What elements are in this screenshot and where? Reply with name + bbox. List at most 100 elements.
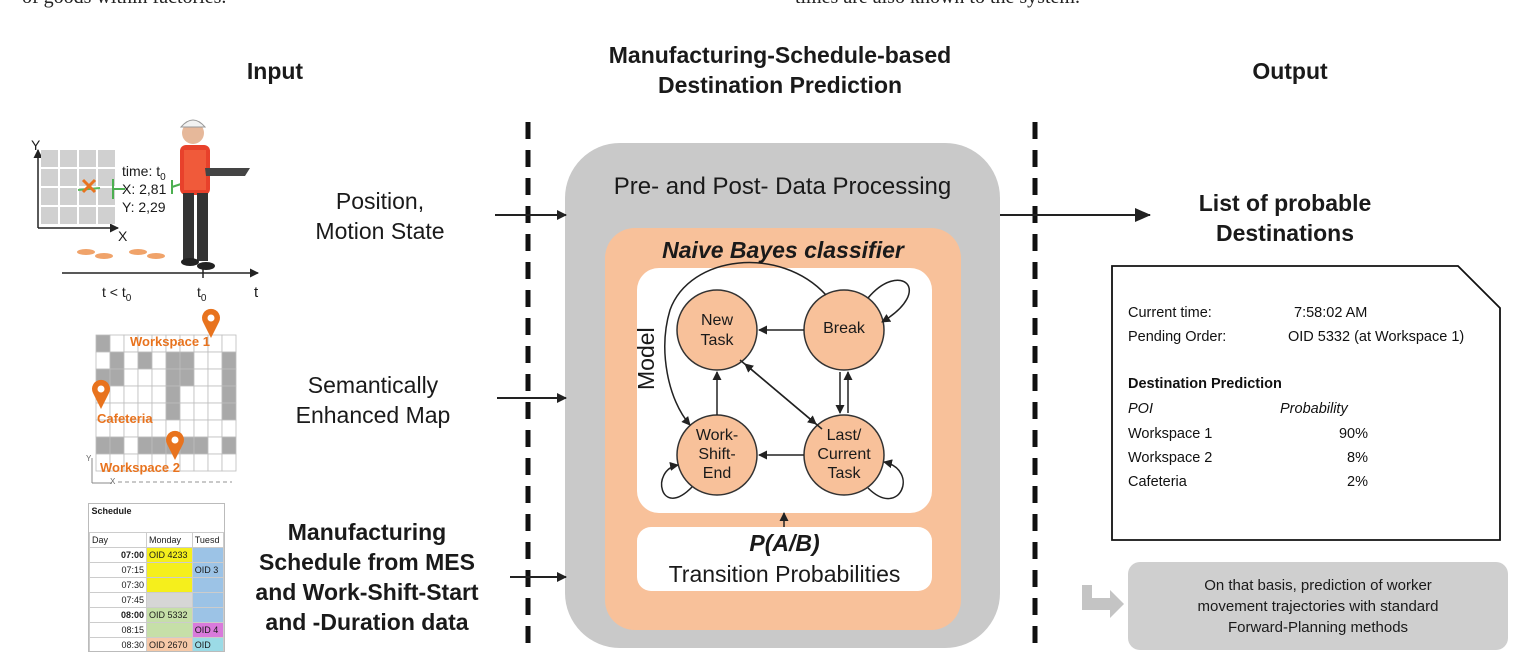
state-last-task-line1: Last/ [826, 427, 862, 444]
state-new-task-line2: Task [700, 332, 734, 349]
map-axis-x: X [110, 477, 116, 486]
map-poi-workspace1: Workspace 1 [130, 334, 210, 349]
state-new-task [676, 289, 758, 371]
map-grid-cell [179, 351, 195, 370]
map-grid-cell [179, 385, 195, 404]
map-grid-cell [207, 334, 223, 353]
map-grid-cell [95, 334, 111, 353]
pos-axis-y: Y [31, 137, 41, 153]
loop-break [867, 279, 911, 323]
map-grid-cell [207, 419, 223, 438]
schedule-tuesday-cell [191, 547, 224, 563]
edge-last-newtask [744, 363, 823, 430]
current-time-label: Current time: [1128, 305, 1212, 321]
map-grid-cell [123, 368, 139, 387]
loop-last [867, 459, 904, 500]
state-work-shift-line1: Work- [695, 427, 739, 444]
map-grid-cell [109, 436, 125, 455]
map-grid-cell [221, 385, 237, 404]
pos-axis-t: t [254, 284, 259, 301]
prob-subtitle: Transition Probabilities [668, 561, 901, 587]
map-grid-cell [151, 351, 167, 370]
pos-axis-x: X [118, 228, 128, 244]
top-snippet-right: times are also known to the system. [795, 0, 1080, 9]
middle-header-line2: Destination Prediction [657, 72, 903, 98]
pos-t-less: t < t0 [102, 284, 132, 304]
prediction-poi: Cafeteria [1128, 474, 1187, 490]
input-schedule-line1: Manufacturing [287, 519, 447, 545]
map-grid-cell [123, 351, 139, 370]
current-time-value: 7:58:02 AM [1294, 305, 1368, 321]
state-new-task-label: New Task [677, 311, 757, 351]
pos-t0: t0 [197, 284, 207, 304]
prediction-probability: 90% [1338, 426, 1368, 442]
state-last-task-label: Last/ Current Task [804, 426, 884, 483]
basis-line1: On that basis, prediction of worker [1204, 576, 1432, 594]
map-grid-cell [151, 368, 167, 387]
position-grid-cell [60, 207, 77, 224]
schedule-time: 07:30 [89, 577, 147, 593]
schedule-tuesday-cell [191, 607, 224, 623]
map-grid-cell [137, 436, 153, 455]
schedule-monday-cell: OID 5332 [146, 607, 193, 623]
schedule-time: 07:00 [89, 547, 147, 563]
position-grid-cell [41, 169, 58, 186]
map-grid-cell [193, 402, 209, 421]
state-last-task-line2: Current [817, 446, 871, 463]
map-grid-cell [221, 402, 237, 421]
prediction-probability: 2% [1347, 474, 1368, 490]
map-poi-workspace2: Workspace 2 [100, 460, 180, 475]
position-grid-cell [60, 150, 77, 167]
output-list-line2: Destinations [1215, 220, 1355, 246]
pos-x-value: X: 2,81 [122, 181, 167, 197]
input-position-label: Position, Motion State [295, 186, 465, 246]
schedule-col-monday: Monday [146, 532, 193, 548]
position-figure [33, 119, 259, 278]
input-header: Input [246, 58, 304, 84]
position-grid-cell [60, 188, 77, 205]
map-grid-cell [151, 436, 167, 455]
input-schedule-label: Manufacturing Schedule from MES and Work… [232, 517, 502, 637]
schedule-monday-cell [146, 562, 193, 578]
map-grid-cell [179, 402, 195, 421]
position-grid-cell [41, 207, 58, 224]
map-grid-cell [95, 436, 111, 455]
map-grid-cell [193, 419, 209, 438]
schedule-col-day: Day [89, 532, 147, 548]
map-grid-cell [165, 351, 181, 370]
map-grid-cell [109, 334, 125, 353]
pending-order-value: OID 5332 (at Workspace 1) [1288, 329, 1465, 345]
basis-box: On that basis, prediction of worker move… [1128, 562, 1508, 650]
basis-line3: Forward-Planning methods [1227, 618, 1409, 636]
position-grid-cell [79, 188, 96, 205]
map-grid-cell [193, 351, 209, 370]
map-grid-cell [109, 385, 125, 404]
state-work-shift-line2: Shift- [698, 446, 736, 463]
classifier-label: Naive Bayes classifier [662, 237, 904, 263]
position-grid-cell [79, 207, 96, 224]
map-grid-cell [207, 402, 223, 421]
pos-time-label: time: t0 [122, 163, 166, 183]
result-document [1111, 265, 1501, 541]
map-grid-cell [221, 453, 237, 472]
probabilities-box [637, 527, 932, 591]
schedule-monday-cell [146, 577, 193, 593]
input-schedule-line3: and Work-Shift-Start [255, 579, 479, 605]
input-schedule-line2: Schedule from MES [259, 549, 475, 575]
pos-y-value: Y: 2,29 [122, 199, 166, 215]
model-label: Model [633, 327, 659, 390]
prediction-col-prob: Probability [1280, 401, 1348, 417]
map-grid-cell [95, 351, 111, 370]
prob-title: P(A/B) [749, 530, 820, 556]
schedule-tuesday-cell: OID 3 [191, 562, 224, 578]
position-grid-cell [98, 188, 115, 205]
schedule-tuesday-cell: OID 4 [191, 622, 224, 638]
state-last-task-line3: Task [827, 465, 861, 482]
map-grid-cell [193, 436, 209, 455]
